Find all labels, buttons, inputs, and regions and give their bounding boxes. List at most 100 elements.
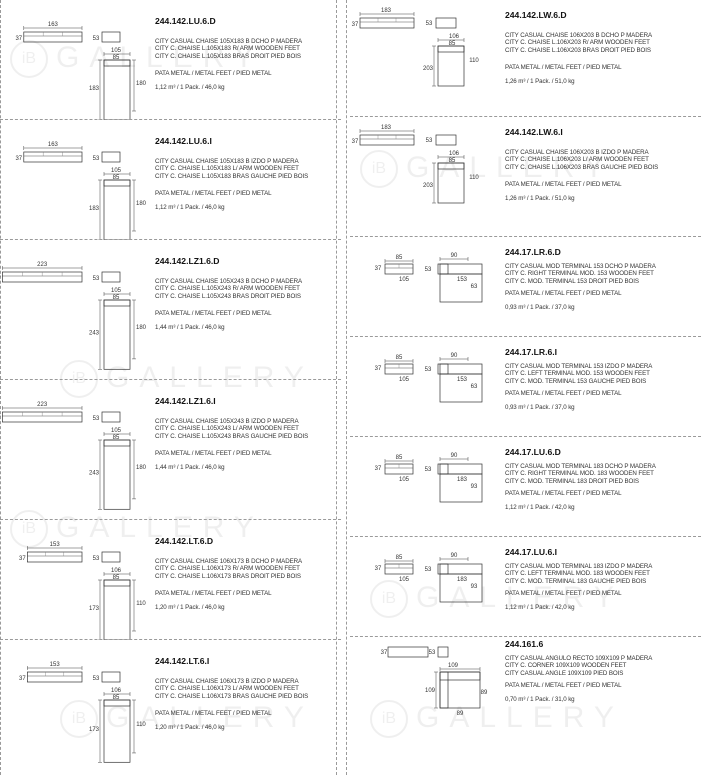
front-view-outline <box>359 17 415 29</box>
front-view-outline <box>23 31 83 43</box>
dimension-label-seat-depth: 180 <box>136 325 147 331</box>
dimension-label-seat-depth: 180 <box>136 81 147 87</box>
dimension-label-height: 37 <box>19 556 26 562</box>
feet-spec: PATA METAL / METAL FEET / PIED METAL <box>155 450 272 458</box>
top-view-outline-chaise <box>439 473 483 503</box>
dimension-label-top-width: 106 <box>449 34 460 40</box>
feet-spec: PATA METAL / METAL FEET / PIED METAL <box>155 70 272 78</box>
dimension-label-top-seat: 93 <box>471 584 478 590</box>
product-code: 244.142.LZ1.6.I <box>155 396 216 406</box>
dimension-label-height: 37 <box>352 139 359 145</box>
feet-spec: PATA METAL / METAL FEET / PIED METAL <box>155 190 272 198</box>
dimension-label-height: 37 <box>15 156 22 162</box>
dimension-label-depth: 53 <box>425 267 432 273</box>
product-description-line: CITY CASUAL CHAISE 105X183 B IZDO P MADE… <box>155 157 299 165</box>
dimension-label-width: 85 <box>396 255 403 261</box>
side-view-outline <box>101 271 121 283</box>
product-description-line: CITY CASUAL CHAISE 105X243 B DCHO P MADE… <box>155 277 302 285</box>
dimension-label-top-depth: 243 <box>89 471 100 477</box>
dimension-label-width-2: 105 <box>399 577 410 583</box>
product-description-line: CITY C. CHAISE L.105X183 BRAS GAUCHE PIE… <box>155 172 309 180</box>
feet-spec: PATA METAL / METAL FEET / PIED METAL <box>155 310 272 318</box>
packaging-spec: 0,70 m³ / 1 Pack. / 31,0 kg <box>505 695 575 703</box>
top-view-outline-chaise <box>439 273 483 303</box>
dimension-label-seat-depth: 110 <box>469 175 479 181</box>
block-separator <box>350 636 701 637</box>
top-view-outline <box>103 579 131 640</box>
product-description-line: CITY C. MOD. TERMINAL 153 DROIT PIED BOI… <box>505 277 639 285</box>
top-view-outline <box>103 59 131 120</box>
dimension-label-depth: 53 <box>93 556 100 562</box>
product-description-line: CITY C. CHAISE L.106X203 BRAS DROIT PIED… <box>505 46 651 54</box>
product-description-line: CITY CASUAL MOD TERMINAL 153 DCHO P MADE… <box>505 262 656 270</box>
packaging-spec: 1,26 m³ / 1 Pack. / 51,0 kg <box>505 194 575 202</box>
packaging-spec: 1,12 m³ / 1 Pack. / 46,0 kg <box>155 203 225 211</box>
dimension-label-seat-width: 85 <box>113 695 120 701</box>
feet-spec: PATA METAL / METAL FEET / PIED METAL <box>505 390 622 398</box>
top-view-outline-back <box>439 363 483 375</box>
dimension-label-seat-depth: 89 <box>481 690 488 696</box>
dimension-label-top-width: 106 <box>111 688 122 694</box>
dimension-label-height: 37 <box>375 366 382 372</box>
product-description-line: CITY CASUAL ANGULO RECTO 109X109 P MADER… <box>505 654 653 662</box>
product-description-line: CITY CASUAL ANGLE 109X109 PIED BOIS <box>505 669 624 677</box>
packaging-spec: 1,26 m³ / 1 Pack. / 51,0 kg <box>505 77 575 85</box>
feet-spec: PATA METAL / METAL FEET / PIED METAL <box>505 590 622 598</box>
backrest-outline <box>103 579 131 587</box>
top-view-outline <box>103 439 131 510</box>
product-description-line: CITY C. CHAISE L.106X173 BRAS GAUCHE PIE… <box>155 692 309 700</box>
dimension-label-height: 37 <box>381 650 388 656</box>
product-description-line: CITY C. RIGHT TERMINAL MOD. 183 WOODEN F… <box>505 470 654 478</box>
dimension-label-width: 163 <box>48 22 59 28</box>
dimension-label-width: 85 <box>396 355 403 361</box>
packaging-spec: 1,12 m³ / 1 Pack. / 42,0 kg <box>505 503 575 511</box>
dimension-label-width: 183 <box>381 125 392 131</box>
dimension-label-top-width: 106 <box>449 151 460 157</box>
dimension-label-top-width: 105 <box>111 428 122 434</box>
side-view-outline <box>101 31 121 43</box>
dimension-label-top-width: 109 <box>448 663 459 669</box>
product-description-line: CITY CASUAL MOD TERMINAL 183 DCHO P MADE… <box>505 462 656 470</box>
dimension-label-top-width: 90 <box>451 553 458 559</box>
dimension-label-top-length: 153 <box>457 377 468 383</box>
block-separator <box>350 116 701 117</box>
block-separator <box>350 436 701 437</box>
dimension-label-height: 37 <box>15 36 22 42</box>
dimension-label-width: 85 <box>396 555 403 561</box>
product-description-line: CITY C. CHAISE L.106X173 BRAS DROIT PIED… <box>155 572 301 580</box>
side-view-outline <box>435 17 457 29</box>
dimension-label-top-depth: 183 <box>89 86 100 92</box>
dimension-label-top-length: 183 <box>457 577 468 583</box>
product-description-line: CITY C. CHAISE L.105X243 BRAS DROIT PIED… <box>155 292 301 300</box>
product-description-line: CITY C. CHAISE L.105X243 L/ ARM WOODEN F… <box>155 425 299 433</box>
product-description-line: CITY C. CHAISE L.106X203 BRAS GAUCHE PIE… <box>505 163 659 171</box>
dimension-label-seat-width: 85 <box>113 295 120 301</box>
block-separator <box>0 239 341 240</box>
product-description-line: CITY C. CHAISE L.105X183 L/ ARM WOODEN F… <box>155 165 299 173</box>
feet-spec: PATA METAL / METAL FEET / PIED METAL <box>505 490 622 498</box>
side-view-outline <box>101 411 121 423</box>
backrest-outline <box>103 699 131 707</box>
feet-spec: PATA METAL / METAL FEET / PIED METAL <box>155 710 272 718</box>
dimension-label-depth: 53 <box>426 21 433 27</box>
dimension-label-depth: 53 <box>93 416 100 422</box>
dimension-label-depth: 53 <box>93 676 100 682</box>
dimension-label-top-width: 90 <box>451 353 458 359</box>
product-description-line: CITY C. CHAISE L.106X203 L/ ARM WOODEN F… <box>505 156 649 164</box>
dimension-label-width-2: 105 <box>399 377 410 383</box>
feet-spec: PATA METAL / METAL FEET / PIED METAL <box>505 682 622 690</box>
backrest-outline <box>437 162 465 170</box>
